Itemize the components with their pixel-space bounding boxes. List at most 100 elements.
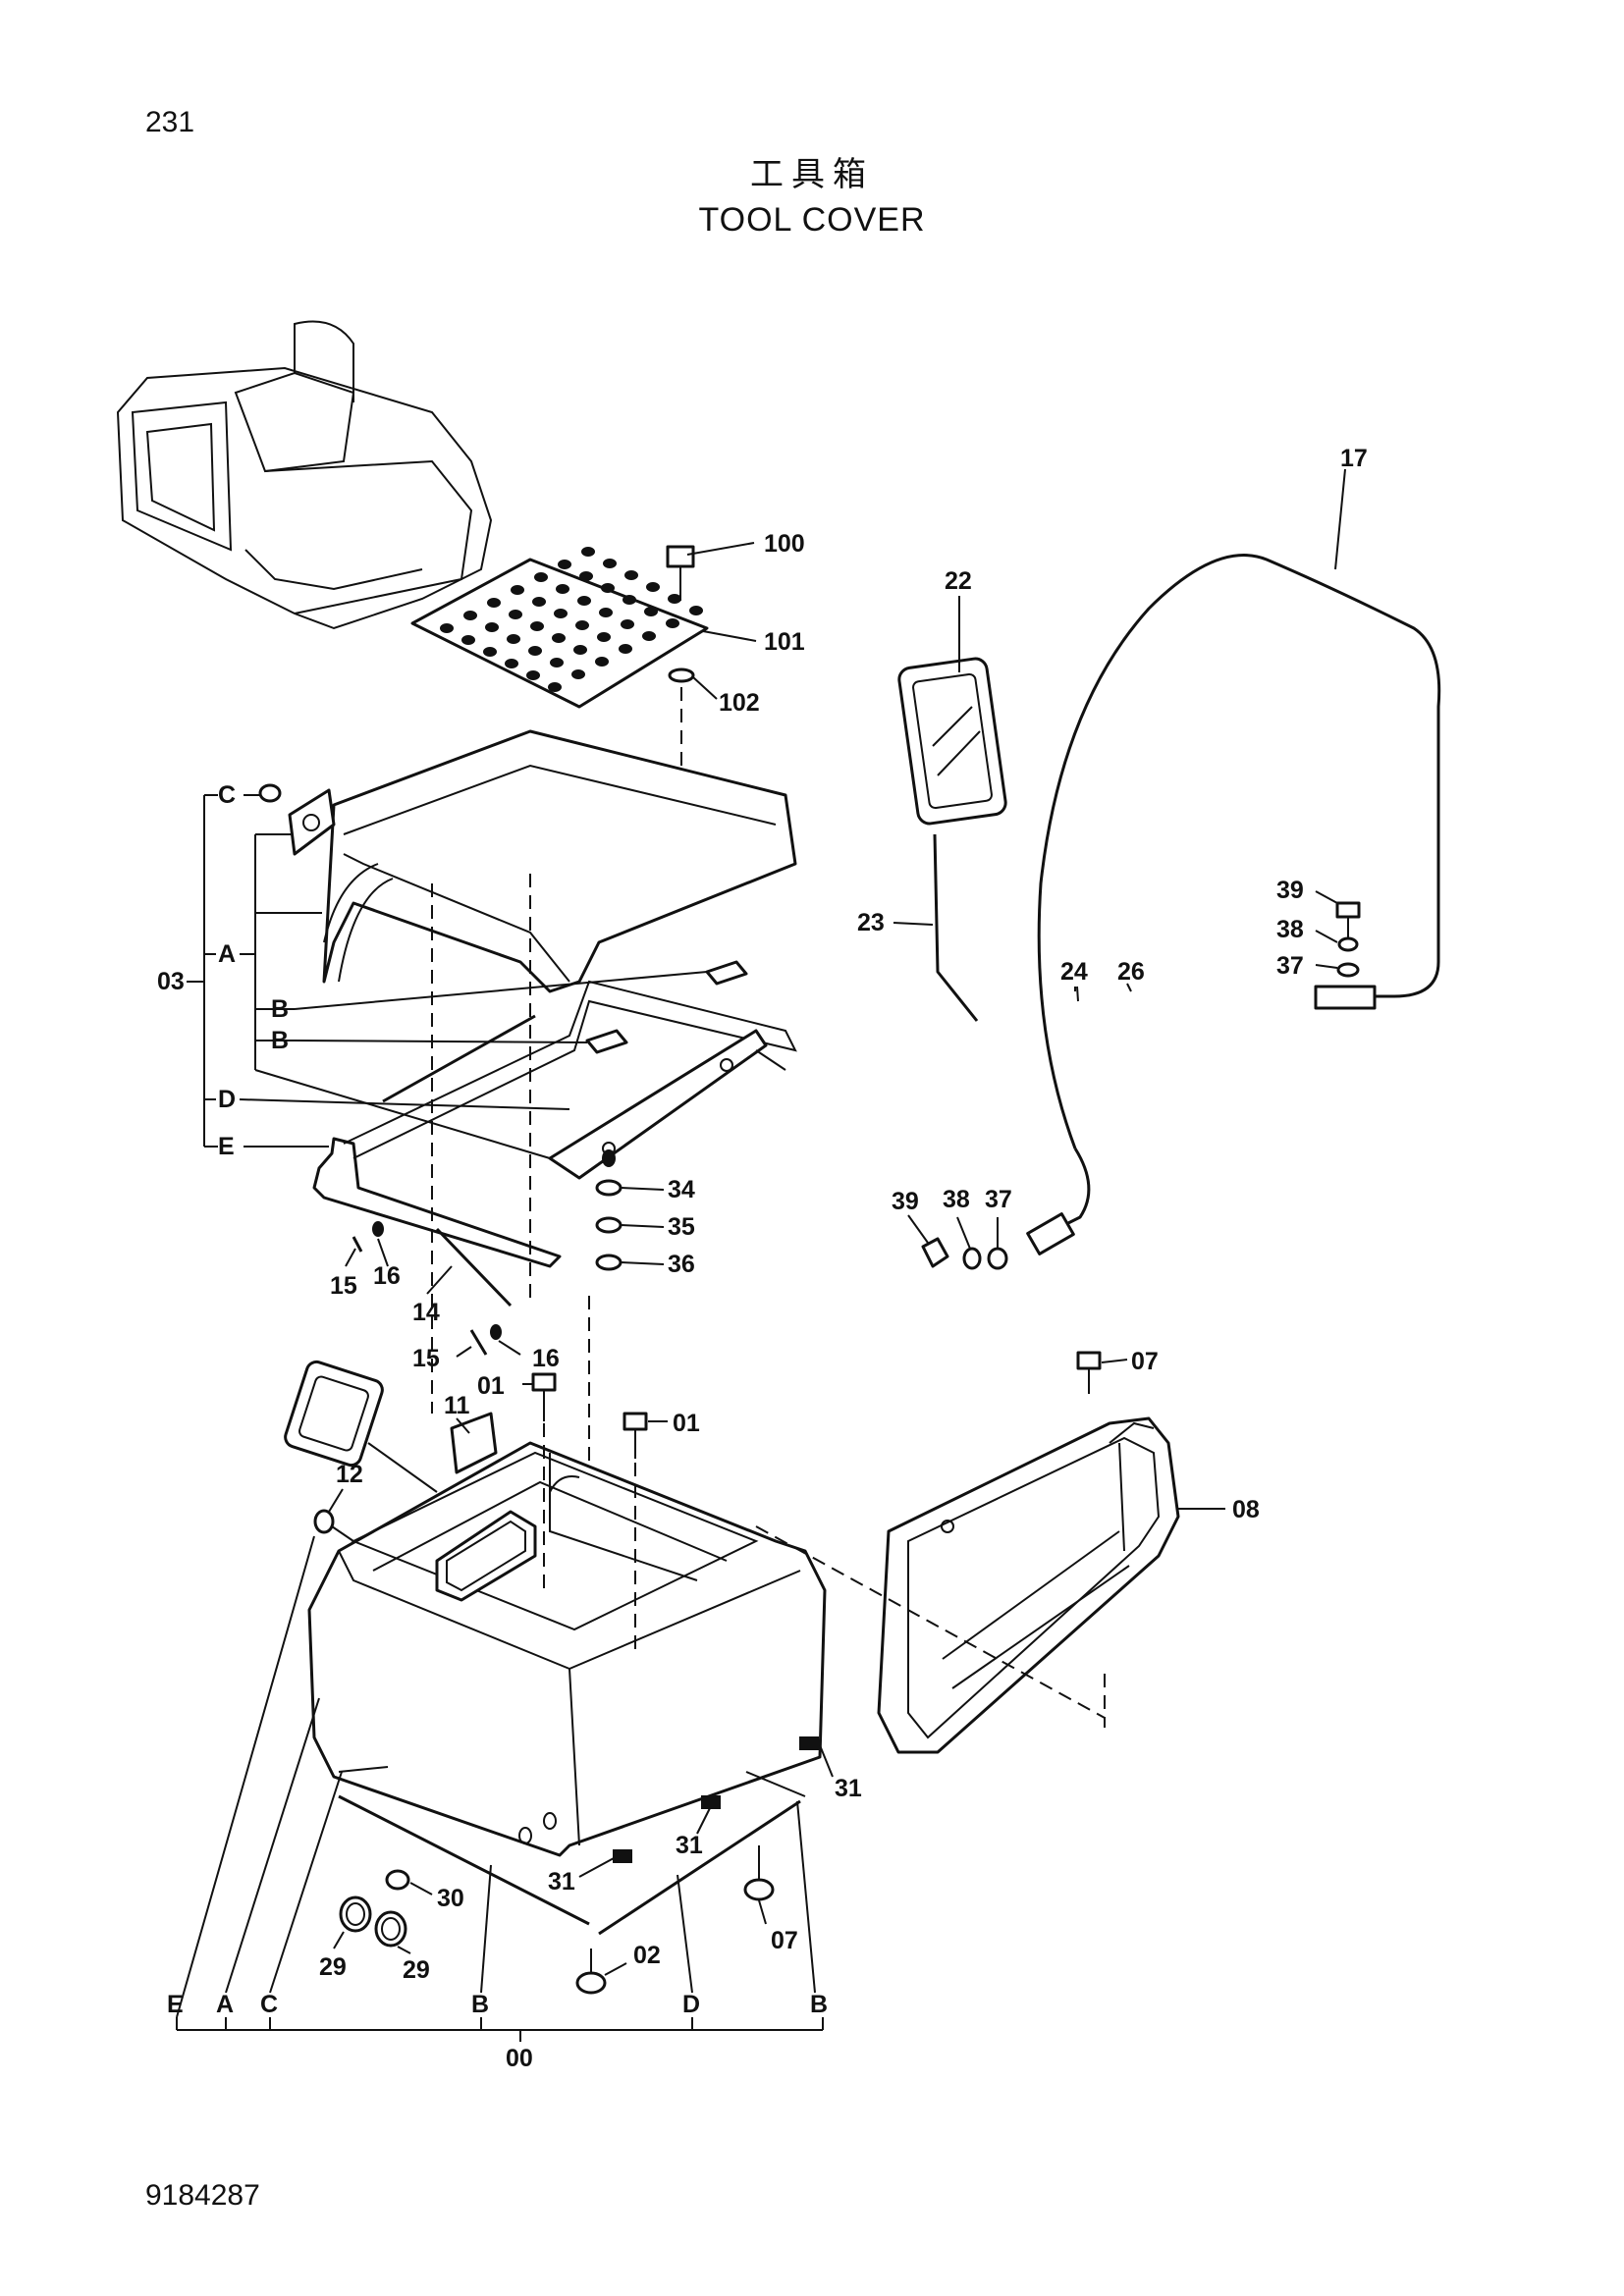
mat-hole — [577, 596, 591, 606]
mat-hole — [528, 646, 542, 656]
mat-hole — [530, 621, 544, 631]
callout-35: 35 — [668, 1213, 695, 1241]
callout-07: 07 — [771, 1927, 798, 1954]
rubber-31-icon — [701, 1795, 721, 1809]
callout-b: B — [271, 1027, 289, 1054]
callout-d: D — [682, 1991, 700, 2018]
gas-spring — [435, 1227, 513, 1308]
mat-hole — [461, 635, 475, 645]
callout-39: 39 — [892, 1188, 919, 1215]
callout-24: 24 — [1060, 958, 1088, 986]
plug-29-icon — [374, 1910, 407, 1948]
title-english: TOOL COVER — [698, 201, 926, 239]
mat-hole — [532, 597, 546, 607]
mat-hole — [597, 632, 611, 642]
mat-hole — [440, 623, 454, 633]
callout-15: 15 — [412, 1345, 440, 1372]
mat-hole — [487, 598, 501, 608]
callout-15: 15 — [330, 1272, 357, 1300]
bolt-02-icon — [575, 1971, 607, 1995]
callout-b: B — [471, 1991, 489, 2018]
callout-39: 39 — [1276, 877, 1304, 904]
callout-a: A — [218, 940, 236, 968]
mat-hole — [603, 559, 617, 568]
callout-17: 17 — [1340, 445, 1368, 472]
washer-102-icon — [668, 667, 695, 683]
callout-30: 30 — [437, 1885, 464, 1912]
callout-102: 102 — [719, 689, 760, 717]
mat-hole — [689, 606, 703, 615]
callout-38: 38 — [943, 1186, 970, 1213]
rubber-pad-icon — [585, 1029, 628, 1054]
washer-37-icon — [987, 1247, 1008, 1270]
callout-14: 14 — [412, 1299, 440, 1326]
bolt-39-icon — [921, 1237, 949, 1268]
handrail-foot-icon — [1026, 1212, 1075, 1255]
callout-a: A — [216, 1991, 234, 2018]
callout-31: 31 — [548, 1868, 575, 1896]
mat-hole — [558, 560, 571, 569]
callout-e: E — [218, 1133, 235, 1160]
mat-hole — [624, 570, 638, 580]
callout-26: 26 — [1117, 958, 1145, 986]
mat-hole — [550, 658, 564, 667]
stay-rod — [382, 1014, 536, 1103]
perforated-mat — [410, 547, 709, 709]
mat-hole — [601, 583, 615, 593]
mat-hole — [666, 618, 679, 628]
bolt-01-icon — [531, 1372, 557, 1392]
rubber-31-icon — [799, 1736, 819, 1750]
bolt-100-icon — [666, 545, 695, 601]
callout-e: E — [167, 1991, 184, 2018]
mat-hole — [463, 611, 477, 620]
grommet-c-icon — [258, 783, 282, 803]
pin-icon — [352, 1236, 363, 1253]
latch-11-icon — [450, 1412, 498, 1474]
mirror-stay — [933, 833, 979, 1022]
callout-29: 29 — [319, 1953, 347, 1981]
callout-b: B — [810, 1991, 828, 2018]
callout-36: 36 — [668, 1251, 695, 1278]
callout-07: 07 — [1131, 1348, 1159, 1375]
bolt-12-icon — [313, 1509, 335, 1534]
plug-30-icon — [385, 1869, 410, 1891]
mat-hole — [554, 609, 568, 618]
washer-34-icon — [595, 1179, 623, 1197]
callout-02: 02 — [633, 1942, 661, 1969]
mat-hole — [621, 619, 634, 629]
callout-29: 29 — [403, 1956, 430, 1984]
mat-hole — [552, 633, 566, 643]
mat-hole — [573, 645, 587, 655]
rail-d — [598, 1799, 801, 1936]
callout-c: C — [260, 1991, 278, 2018]
bolt-39-icon — [1335, 901, 1361, 919]
tool-box-body — [307, 1441, 827, 1857]
mat-hole — [623, 595, 636, 605]
callout-31: 31 — [676, 1832, 703, 1859]
seal-strip — [312, 980, 797, 1268]
callout-37: 37 — [1276, 952, 1304, 980]
mat-hole — [599, 608, 613, 617]
mat-hole — [571, 669, 585, 679]
mat-hole — [511, 585, 524, 595]
callout-b: B — [271, 995, 289, 1023]
bolt-icon — [602, 1149, 616, 1167]
pin-icon — [469, 1329, 488, 1356]
mat-hole — [548, 682, 562, 692]
mirror — [897, 657, 1007, 826]
mat-hole — [642, 631, 656, 641]
washer-38-icon — [1337, 936, 1359, 952]
callout-38: 38 — [1276, 916, 1304, 943]
callout-16: 16 — [532, 1345, 560, 1372]
callout-34: 34 — [668, 1176, 695, 1203]
mat-hole — [646, 582, 660, 592]
mat-hole — [483, 647, 497, 657]
document-number: 9184287 — [145, 2179, 260, 2212]
plug-29-icon — [339, 1896, 372, 1933]
callout-c: C — [218, 781, 236, 809]
callout-00: 00 — [506, 2045, 533, 2072]
mat-hole — [619, 644, 632, 654]
callout-22: 22 — [945, 567, 972, 595]
callout-03: 03 — [157, 968, 185, 995]
